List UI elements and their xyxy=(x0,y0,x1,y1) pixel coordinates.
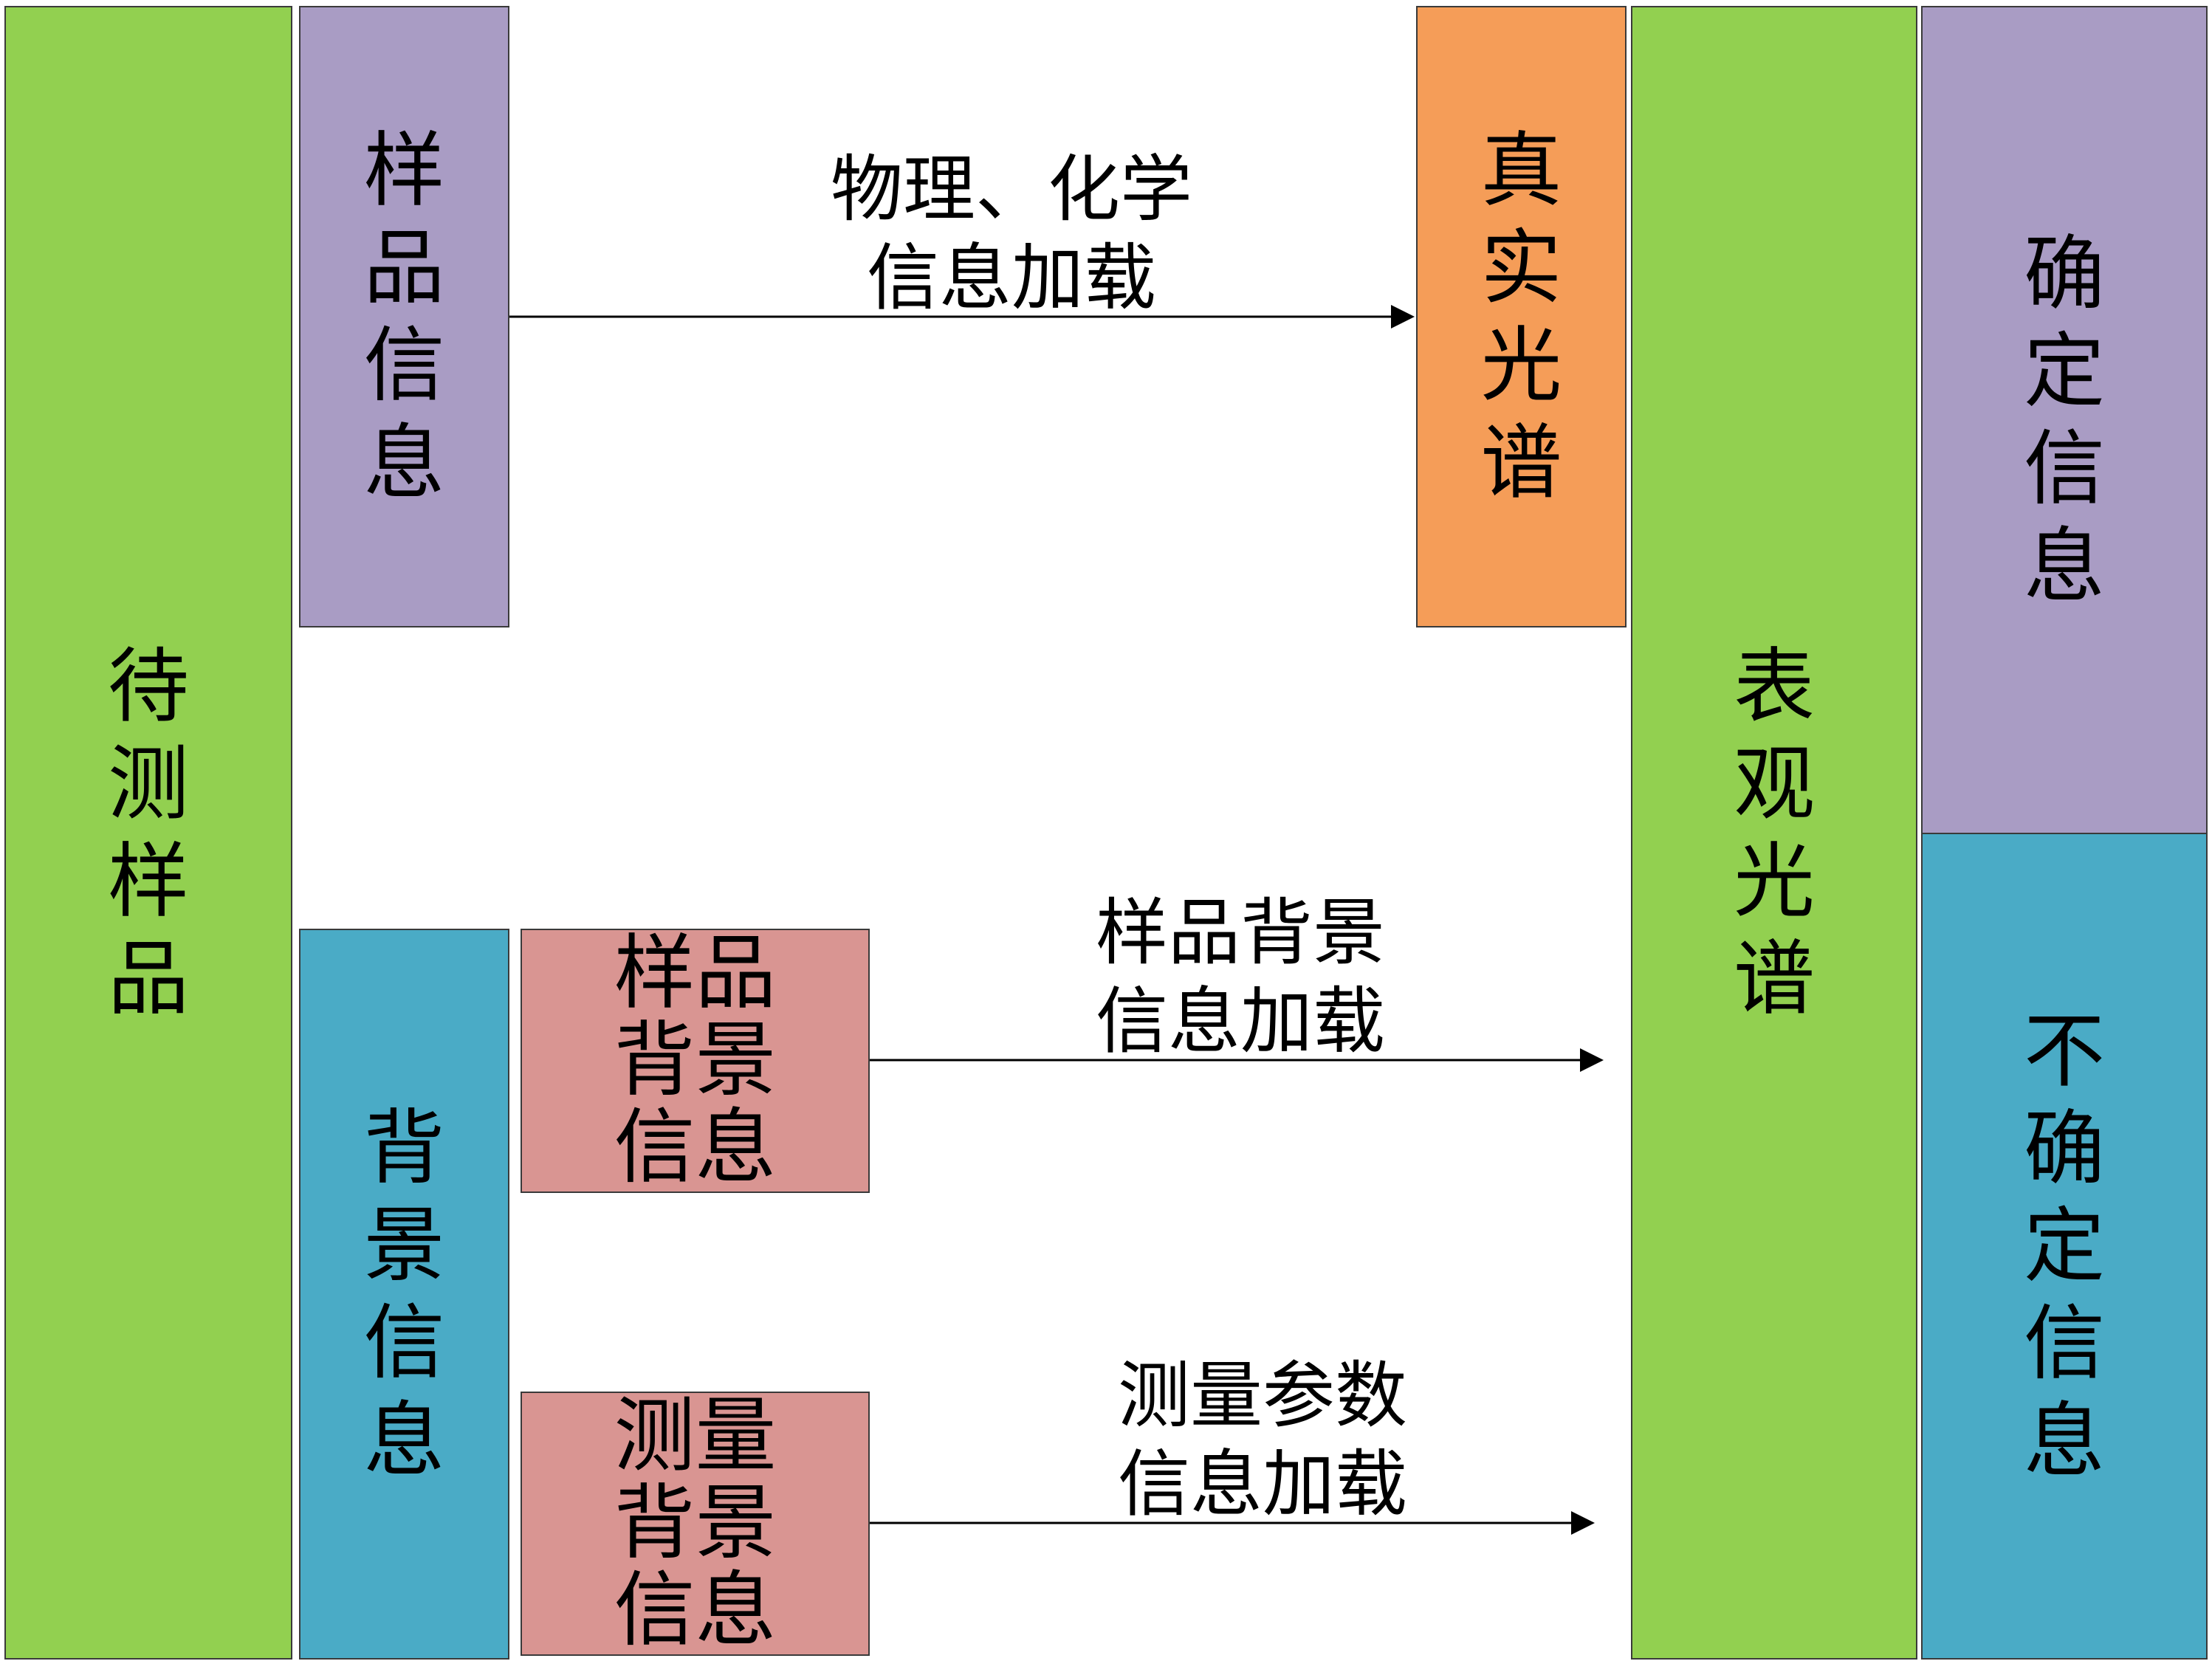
text-line: 不 xyxy=(2024,1004,2105,1098)
text-line: 样 xyxy=(108,834,189,929)
real-spectrum-label: 真实光谱 xyxy=(1481,122,1562,512)
sample-info-label: 样品信息 xyxy=(364,122,445,512)
text-line: 景 xyxy=(363,1198,445,1293)
physical-chemical-line1: 物理、化学 xyxy=(830,148,1192,232)
text-line: 息 xyxy=(363,1393,445,1488)
text-line: 样 xyxy=(363,123,445,218)
text-line: 定 xyxy=(2024,1199,2105,1293)
text-line: 信息 xyxy=(614,1562,777,1657)
text-line: 息 xyxy=(2024,1394,2105,1488)
text-line: 谱 xyxy=(1734,932,1815,1026)
certain-info-box: 确定信息 xyxy=(1921,6,2208,834)
measurement-background-info-label: 测量背景信息 xyxy=(614,1393,777,1654)
sample-background-info-box: 样品背景信息 xyxy=(521,929,870,1193)
text-line: 信 xyxy=(2024,1296,2105,1391)
sample-under-test-label: 待测样品 xyxy=(108,638,189,1028)
text-line: 品 xyxy=(108,932,189,1026)
text-line: 实 xyxy=(1480,221,1562,315)
text-line: 确 xyxy=(2024,227,2105,321)
sample-background-loading-label: 样品背景 信息加载 xyxy=(1048,890,1432,1066)
background-info-label: 背景信息 xyxy=(364,1099,445,1489)
apparent-spectrum-label: 表观光谱 xyxy=(1734,638,1815,1028)
measurement-params-line1: 测量参数 xyxy=(1117,1354,1407,1438)
apparent-spectrum-box: 表观光谱 xyxy=(1631,6,1917,1660)
text-line: 谱 xyxy=(1480,416,1562,510)
text-line: 观 xyxy=(1734,737,1815,831)
physical-chemical-line2: 信息加载 xyxy=(866,235,1156,320)
text-line: 信 xyxy=(363,1296,445,1390)
arrow-measurement-params xyxy=(870,1511,1595,1535)
text-line: 光 xyxy=(1480,318,1562,413)
real-spectrum-box: 真实光谱 xyxy=(1416,6,1627,627)
certain-info-label: 确定信息 xyxy=(2024,225,2105,615)
background-info-box: 背景信息 xyxy=(299,929,509,1660)
text-line: 息 xyxy=(2024,519,2105,613)
sample-info-box: 样品信息 xyxy=(299,6,509,627)
text-line: 测量 xyxy=(614,1389,777,1484)
text-line: 背 xyxy=(363,1101,445,1195)
arrow-sample-background xyxy=(870,1048,1604,1072)
text-line: 信 xyxy=(363,318,445,413)
text-line: 信息 xyxy=(614,1099,777,1194)
measurement-params-line2: 信息加载 xyxy=(1117,1442,1407,1527)
text-line: 背景 xyxy=(614,1013,777,1108)
text-line: 待 xyxy=(108,639,189,734)
text-line: 测 xyxy=(108,737,189,831)
arrow-physical-chemical xyxy=(509,305,1415,329)
text-line: 样品 xyxy=(614,926,777,1021)
sample-under-test-box: 待测样品 xyxy=(4,6,292,1660)
text-line: 背景 xyxy=(614,1476,777,1571)
text-line: 光 xyxy=(1734,834,1815,929)
uncertain-info-box: 不确定信息 xyxy=(1921,833,2208,1660)
measurement-params-label: 测量参数 信息加载 xyxy=(1071,1352,1454,1529)
sample-background-info-label: 样品背景信息 xyxy=(614,930,777,1191)
measurement-background-info-box: 测量背景信息 xyxy=(521,1392,870,1656)
sample-background-loading-line2: 信息加载 xyxy=(1095,979,1385,1064)
text-line: 真 xyxy=(1480,123,1562,218)
physical-chemical-label: 物理、化学 信息加载 xyxy=(812,146,1211,323)
text-line: 息 xyxy=(363,416,445,510)
text-line: 定 xyxy=(2024,324,2105,419)
text-line: 表 xyxy=(1734,639,1815,734)
text-line: 确 xyxy=(2024,1101,2105,1196)
text-line: 信 xyxy=(2024,422,2105,516)
text-line: 品 xyxy=(363,221,445,315)
uncertain-info-label: 不确定信息 xyxy=(2024,1003,2105,1490)
sample-background-loading-line1: 样品背景 xyxy=(1095,891,1385,975)
